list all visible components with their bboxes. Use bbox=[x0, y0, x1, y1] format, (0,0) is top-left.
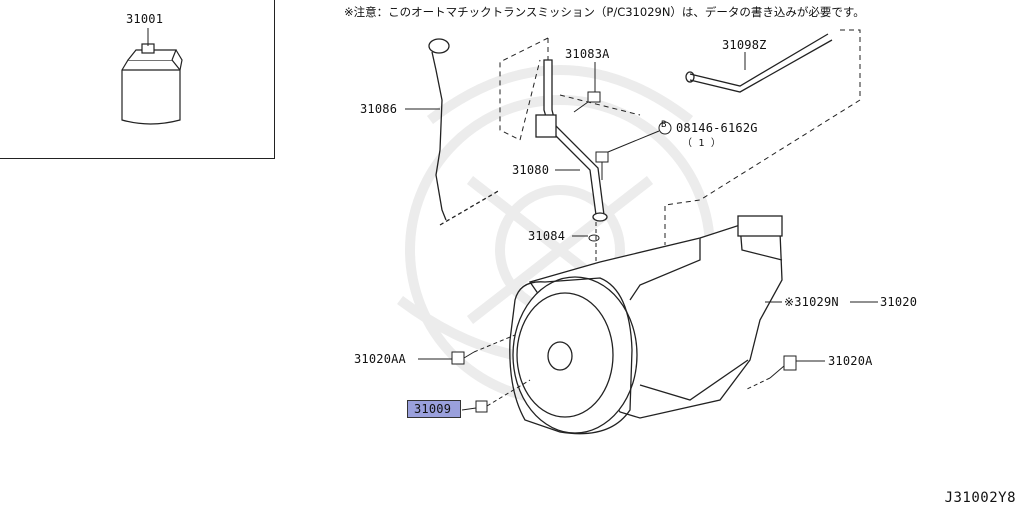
bolt-b-symbol bbox=[658, 121, 672, 135]
bolt-b-illustration bbox=[595, 151, 609, 180]
bolt-31083a-illustration bbox=[573, 91, 601, 113]
transmission-illustration bbox=[509, 215, 783, 435]
leader-bolt-b bbox=[607, 130, 660, 153]
bolt-31020aa-illustration bbox=[451, 334, 516, 365]
part-label-31020[interactable]: 31020 bbox=[880, 295, 918, 309]
oil-can-illustration bbox=[121, 43, 183, 125]
oil-inset-box bbox=[0, 0, 275, 159]
part-label-08146-6162g[interactable]: 08146-6162G bbox=[676, 121, 758, 135]
vent-hose-illustration bbox=[685, 33, 833, 93]
bolt-31009-illustration bbox=[475, 379, 531, 413]
part-label-31001[interactable]: 31001 bbox=[126, 12, 164, 26]
part-label-31084[interactable]: 31084 bbox=[528, 229, 566, 243]
part-label-31009-highlighted[interactable]: 31009 bbox=[407, 400, 461, 418]
diagram-code: J31002Y8 bbox=[944, 490, 1016, 506]
dipstick-illustration bbox=[428, 38, 501, 226]
bolt-31020a-illustration bbox=[744, 355, 797, 391]
part-label-31020aa[interactable]: 31020AA bbox=[354, 352, 406, 366]
part-label-31098z[interactable]: 31098Z bbox=[722, 38, 767, 52]
header-note: ※注意：このオートマチックトランスミッション（P/C31029N）は、データの書… bbox=[344, 5, 865, 19]
part-label-31029n[interactable]: ※31029N bbox=[784, 295, 839, 309]
part-label-bolt-b-symbol: B bbox=[661, 120, 667, 130]
part-label-31080[interactable]: 31080 bbox=[512, 163, 550, 177]
part-label-31086[interactable]: 31086 bbox=[360, 102, 398, 116]
filler-tube-illustration bbox=[535, 59, 608, 222]
leader-31009 bbox=[461, 407, 477, 411]
part-label-bolt-qty: （ 1 ） bbox=[682, 138, 722, 149]
part-label-31083a[interactable]: 31083A bbox=[565, 47, 610, 61]
o-ring-illustration bbox=[588, 234, 600, 242]
part-label-31020a[interactable]: 31020A bbox=[828, 354, 873, 368]
